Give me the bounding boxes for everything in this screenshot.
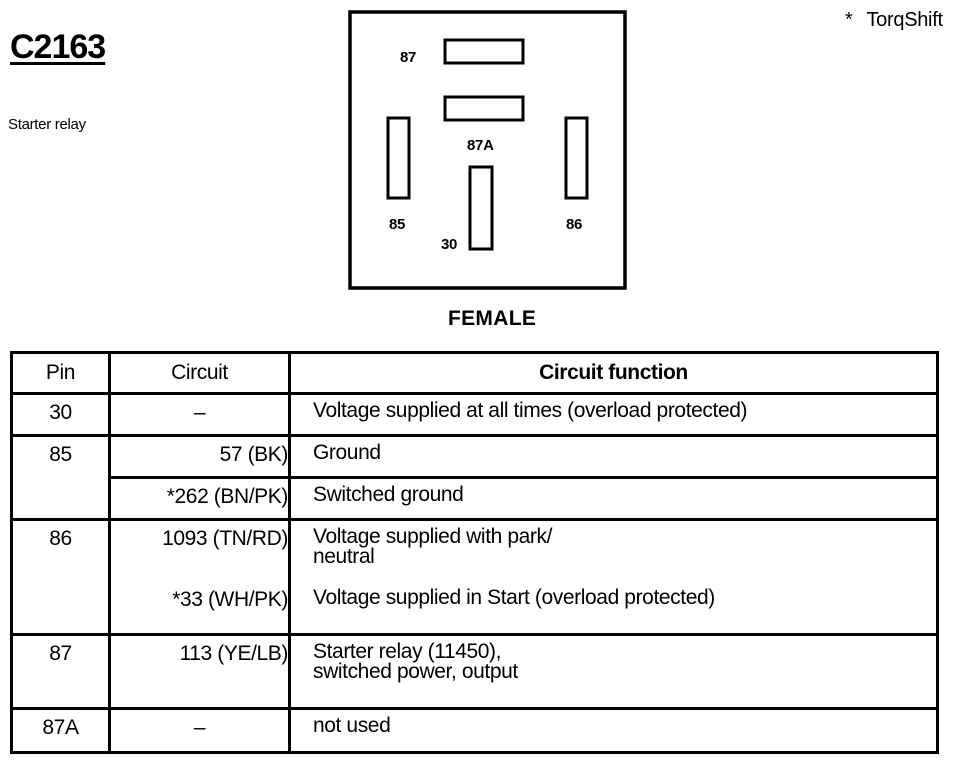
table-row: 85 57 (BK) Ground (10, 434, 939, 522)
circuit-cell: 113 (YE/LB) (108, 632, 291, 710)
terminal-86 (564, 116, 589, 200)
header-pin: Pin (10, 351, 111, 395)
pinout-table: Pin Circuit Circuit function 30 – Voltag… (10, 351, 939, 755)
terminal-30 (468, 165, 494, 251)
table-row: 87A – not used (10, 706, 939, 755)
pin-cell: 87A (10, 706, 111, 755)
pin-cell: 85 (10, 434, 111, 522)
circuit-cell: *33 (WH/PK) (108, 582, 291, 636)
connector-description: Starter relay (8, 116, 86, 133)
circuit-cell: *262 (BN/PK) (108, 476, 291, 522)
function-cell: Voltage supplied at all times (overload … (288, 391, 939, 438)
terminal-87 (443, 38, 525, 65)
table-row: 86 1093 (TN/RD) Voltage supplied with pa… (10, 518, 939, 636)
circuit-cell: – (108, 706, 291, 755)
header-circuit: Circuit (108, 351, 291, 395)
function-cell: Starter relay (11450), switched power, o… (288, 632, 939, 710)
table-header-row: Pin Circuit Circuit function (10, 351, 939, 395)
pin-cell: 30 (10, 391, 111, 438)
connector-housing (348, 10, 627, 290)
circuit-cell: 57 (BK) (108, 434, 291, 480)
pin-cell: 87 (10, 632, 111, 710)
terminal-label-30: 30 (441, 236, 457, 253)
connector-id: C2163 (10, 28, 106, 66)
pin-cell: 86 (10, 518, 111, 636)
view-label: FEMALE (448, 307, 537, 330)
table-row: 30 – Voltage supplied at all times (over… (10, 391, 939, 438)
circuit-cell: – (108, 391, 291, 438)
table-row: 87 113 (YE/LB) Starter relay (11450), sw… (10, 632, 939, 710)
circuit-cell: 1093 (TN/RD) (108, 518, 291, 582)
function-cell: not used (288, 706, 939, 755)
note-marker: * (845, 9, 853, 31)
terminal-85 (386, 116, 411, 200)
header-function: Circuit function (288, 351, 939, 395)
terminal-label-87a: 87A (467, 137, 494, 154)
note-text: TorqShift (866, 9, 943, 31)
terminal-label-85: 85 (389, 216, 405, 233)
terminal-label-87: 87 (400, 49, 416, 66)
function-cell: Voltage supplied with park/ neutral (288, 518, 939, 582)
function-cell: Voltage supplied in Start (overload prot… (288, 582, 939, 636)
terminal-label-86: 86 (566, 216, 582, 233)
terminal-87a (443, 95, 525, 122)
connector-face-diagram: 87 87A 85 86 30 (348, 10, 627, 290)
function-cell: Switched ground (288, 476, 939, 522)
table-row: *33 (WH/PK) Voltage supplied in Start (o… (12, 582, 939, 636)
torqshift-note: * TorqShift (845, 9, 943, 32)
function-cell: Ground (288, 434, 939, 480)
table-row: *262 (BN/PK) Switched ground (12, 476, 939, 522)
